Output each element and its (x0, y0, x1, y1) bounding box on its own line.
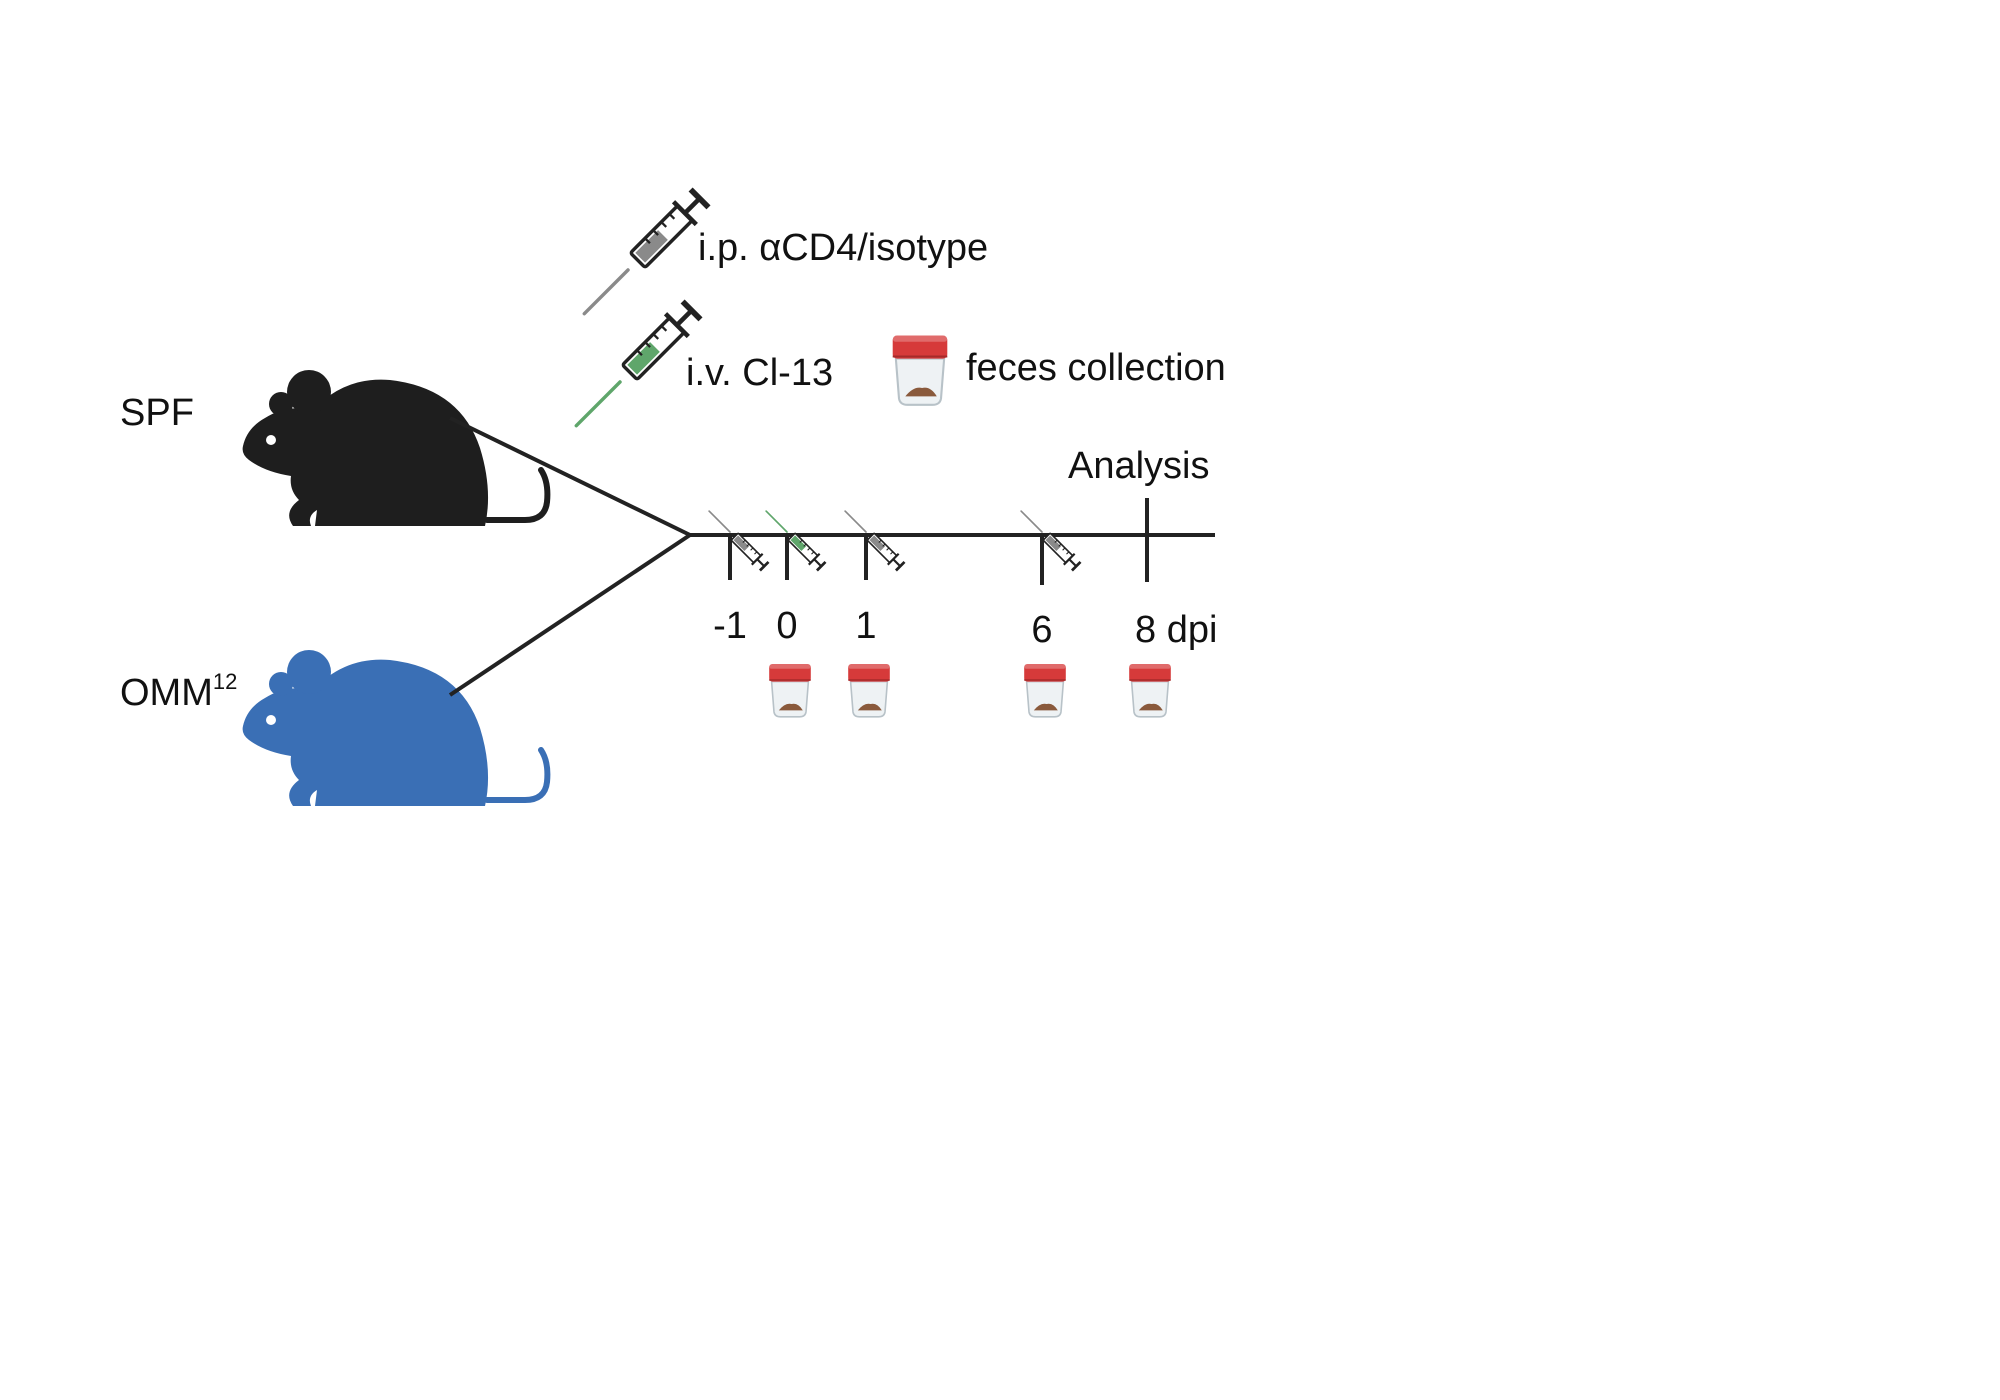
syringe-icon (576, 299, 703, 426)
branch-line-omm12 (448, 533, 692, 697)
group-spf: SPF (120, 370, 547, 526)
group-omm12-name: OMM (120, 672, 213, 714)
syringe-icon (707, 509, 772, 574)
timeline-tick-label: 8 dpi (1135, 609, 1217, 651)
branch-line-spf (449, 416, 691, 537)
specimen-cup-icon (847, 663, 891, 718)
timeline-tick: 0 (764, 509, 829, 718)
specimen-cup-icon (1128, 663, 1172, 718)
legend-iv: i.v. Cl-13 (576, 299, 833, 426)
legend: i.p. αCD4/isotype i.v. Cl-13 feces colle… (576, 187, 1226, 426)
syringe-icon (584, 187, 711, 314)
group-spf-label: SPF (120, 392, 194, 434)
syringe-icon (843, 509, 908, 574)
timeline-tick-label: 0 (776, 605, 797, 647)
legend-feces-label: feces collection (966, 347, 1226, 389)
mouse-icon (243, 370, 548, 526)
timeline-tick-label: 1 (855, 605, 876, 647)
legend-iv-label: i.v. Cl-13 (686, 352, 833, 394)
timeline-ticks: -1 0 1 6 8 dpi (707, 498, 1217, 718)
specimen-cup-icon (768, 663, 812, 718)
timeline-tick: 6 (1019, 509, 1084, 718)
timeline-tick: 8 dpi (1128, 498, 1217, 718)
timeline-tick: -1 (707, 509, 772, 647)
legend-ip: i.p. αCD4/isotype (584, 187, 988, 314)
specimen-cup-icon (1023, 663, 1067, 718)
group-omm12-superscript: 12 (213, 669, 237, 694)
timeline-tick-label: -1 (713, 605, 747, 647)
syringe-icon (1019, 509, 1084, 574)
specimen-cup-icon (891, 334, 949, 406)
legend-feces: feces collection (891, 334, 1226, 406)
analysis-label: Analysis (1068, 445, 1210, 487)
mouse-icon (243, 650, 548, 806)
timeline: Analysis -1 0 1 6 8 dpi (690, 445, 1217, 718)
group-omm12: OMM12 (120, 650, 547, 806)
timeline-tick: 1 (843, 509, 908, 718)
group-omm12-label: OMM12 (120, 669, 237, 714)
syringe-icon (764, 509, 829, 574)
timeline-tick-label: 6 (1031, 609, 1052, 651)
legend-ip-label: i.p. αCD4/isotype (698, 227, 988, 269)
